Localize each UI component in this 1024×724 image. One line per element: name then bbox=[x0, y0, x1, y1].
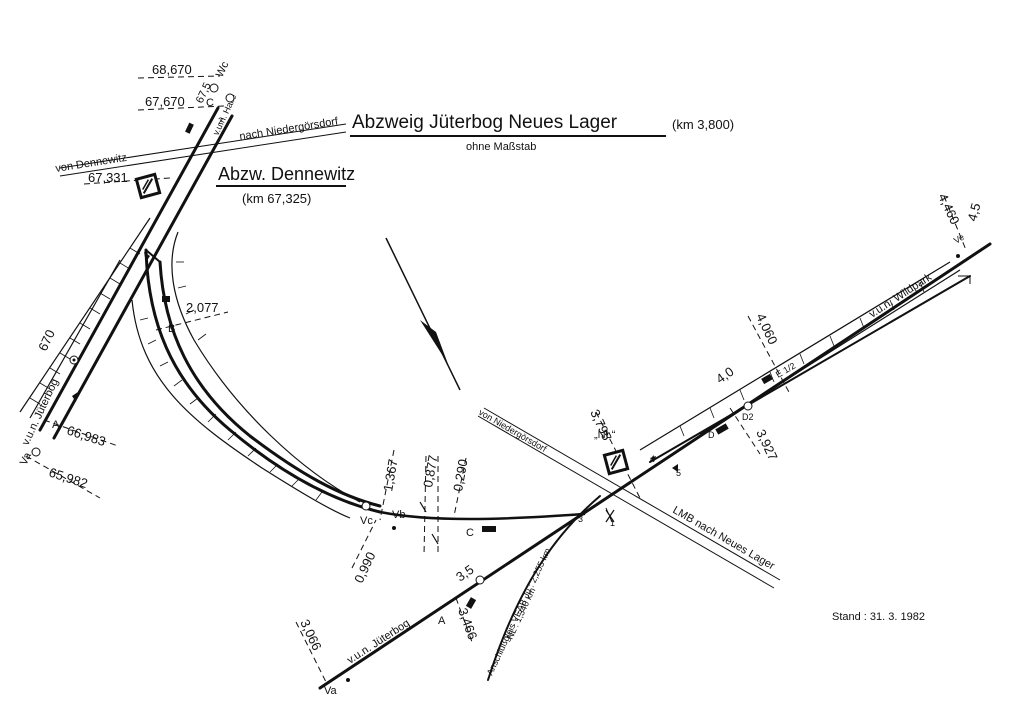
signal-va-left: Va bbox=[18, 447, 41, 467]
label-v-un-wildpark: v.u.n. Wildpark bbox=[867, 271, 934, 321]
km-670: 670 bbox=[35, 327, 58, 353]
km-35: 3,5 bbox=[453, 562, 476, 585]
km-1367: 1,367 bbox=[380, 458, 400, 493]
signal-a-left-label: A bbox=[52, 419, 60, 431]
signal-a-bottom: A bbox=[438, 575, 485, 627]
track-dennewitz-2 bbox=[59, 131, 347, 177]
track-dennewitz bbox=[59, 123, 347, 169]
insulation-marks bbox=[419, 501, 615, 545]
signal-d2: D2 bbox=[742, 401, 754, 422]
label-v-un-jueterbog-bottom: v.u.n. Jüterbog bbox=[345, 617, 412, 666]
track-halle-main-1 bbox=[38, 106, 220, 432]
km-3066: 3,066 bbox=[297, 617, 324, 653]
km-3927: 3,927 bbox=[753, 427, 780, 463]
track-halle-main-2 bbox=[52, 114, 234, 440]
signal-vc: Vc bbox=[360, 501, 373, 527]
label-nl-station: „NL“ bbox=[594, 429, 616, 441]
signal-vc-label: Vc bbox=[360, 515, 373, 527]
signal-e12-label: E 1/2 bbox=[774, 361, 797, 380]
label-von-niedergoersdorf: von Niedergörsdorf bbox=[477, 407, 549, 454]
diagram-title-km: (km 3,800) bbox=[672, 117, 734, 132]
km-3466: 3,466 bbox=[455, 606, 480, 642]
scale-note: ohne Maßstab bbox=[466, 141, 536, 153]
track-lmb-2 bbox=[477, 415, 775, 589]
track-anschluss bbox=[487, 495, 601, 681]
signal-a-left: A bbox=[52, 355, 79, 431]
km-2077: 2,077 bbox=[186, 300, 219, 315]
km-65982: 65,982 bbox=[47, 465, 89, 492]
km-68670: 68,670 bbox=[152, 62, 192, 77]
signal-ve: Ve bbox=[952, 232, 966, 258]
km-67331: 67,331 bbox=[88, 170, 128, 185]
junction-km: (km 67,325) bbox=[242, 191, 311, 206]
junction-name: Abzw. Dennewitz bbox=[218, 164, 355, 184]
embankment-left bbox=[19, 217, 151, 419]
signal-wc-label: Wc bbox=[214, 59, 232, 79]
km-0990: 0,990 bbox=[351, 549, 378, 585]
signal-va-bottom-label: Va bbox=[324, 685, 338, 697]
signal-b-label: B bbox=[168, 323, 175, 335]
embankment-hatch-left bbox=[29, 247, 141, 405]
km-0290: 0,290 bbox=[450, 458, 470, 493]
track-curve bbox=[144, 248, 382, 514]
km-4460: 4,460 bbox=[935, 191, 962, 227]
signal-ve-label: Ve bbox=[952, 232, 966, 246]
km-45: 4,5 bbox=[964, 201, 983, 222]
signal-vb-label: Vb bbox=[392, 509, 405, 521]
signal-va-bottom: Va bbox=[324, 678, 350, 697]
label-nach-niedergoersdorf: nach Niedergörsdorf bbox=[239, 115, 340, 143]
signal-c-mid: C bbox=[466, 526, 496, 539]
label-lmb-neues-lager: LMB nach Neues Lager bbox=[671, 504, 777, 572]
track-lmb bbox=[483, 407, 781, 581]
switch-5: 5 bbox=[676, 468, 681, 478]
switch-2: 2 bbox=[218, 116, 223, 126]
signal-vb: Vb bbox=[392, 509, 405, 530]
north-arrow bbox=[385, 237, 461, 391]
signal-a-bottom-label: A bbox=[438, 615, 446, 627]
km-67670: 67,670 bbox=[145, 94, 185, 109]
km-markers bbox=[25, 75, 967, 683]
signal-d2-label: D2 bbox=[742, 412, 754, 422]
track-curve-2 bbox=[158, 260, 382, 508]
signal-va-left-label: Va bbox=[18, 450, 35, 467]
signal-b: B bbox=[162, 296, 175, 335]
track-curve-branch bbox=[145, 249, 161, 263]
diagram-title: Abzweig Jüterbog Neues Lager bbox=[352, 112, 618, 133]
km-0877: 0,877 bbox=[420, 454, 440, 489]
switch-markers bbox=[144, 252, 678, 518]
track-wildpark-main bbox=[318, 242, 992, 690]
signal-d-label: D bbox=[708, 430, 715, 440]
switch-3: 3 bbox=[578, 514, 583, 524]
embankment-curve bbox=[131, 231, 361, 519]
signal-c-mid-label: C bbox=[466, 527, 474, 539]
signal-c-top-label: C bbox=[206, 97, 214, 109]
switch-1: 1 bbox=[610, 518, 615, 528]
track-wildpark-2 bbox=[649, 275, 971, 463]
km-40: 4,0 bbox=[713, 364, 736, 387]
km-66983: 66,983 bbox=[65, 423, 107, 450]
signal-c-top: C bbox=[185, 93, 235, 134]
signal-box-nl-icon bbox=[602, 448, 630, 476]
track-to-switch3 bbox=[378, 510, 586, 521]
stand-date: Stand : 31. 3. 1982 bbox=[832, 611, 925, 623]
signal-d: D bbox=[708, 423, 729, 440]
signal-box-icon bbox=[134, 172, 162, 200]
km-4060: 4,060 bbox=[753, 311, 780, 347]
